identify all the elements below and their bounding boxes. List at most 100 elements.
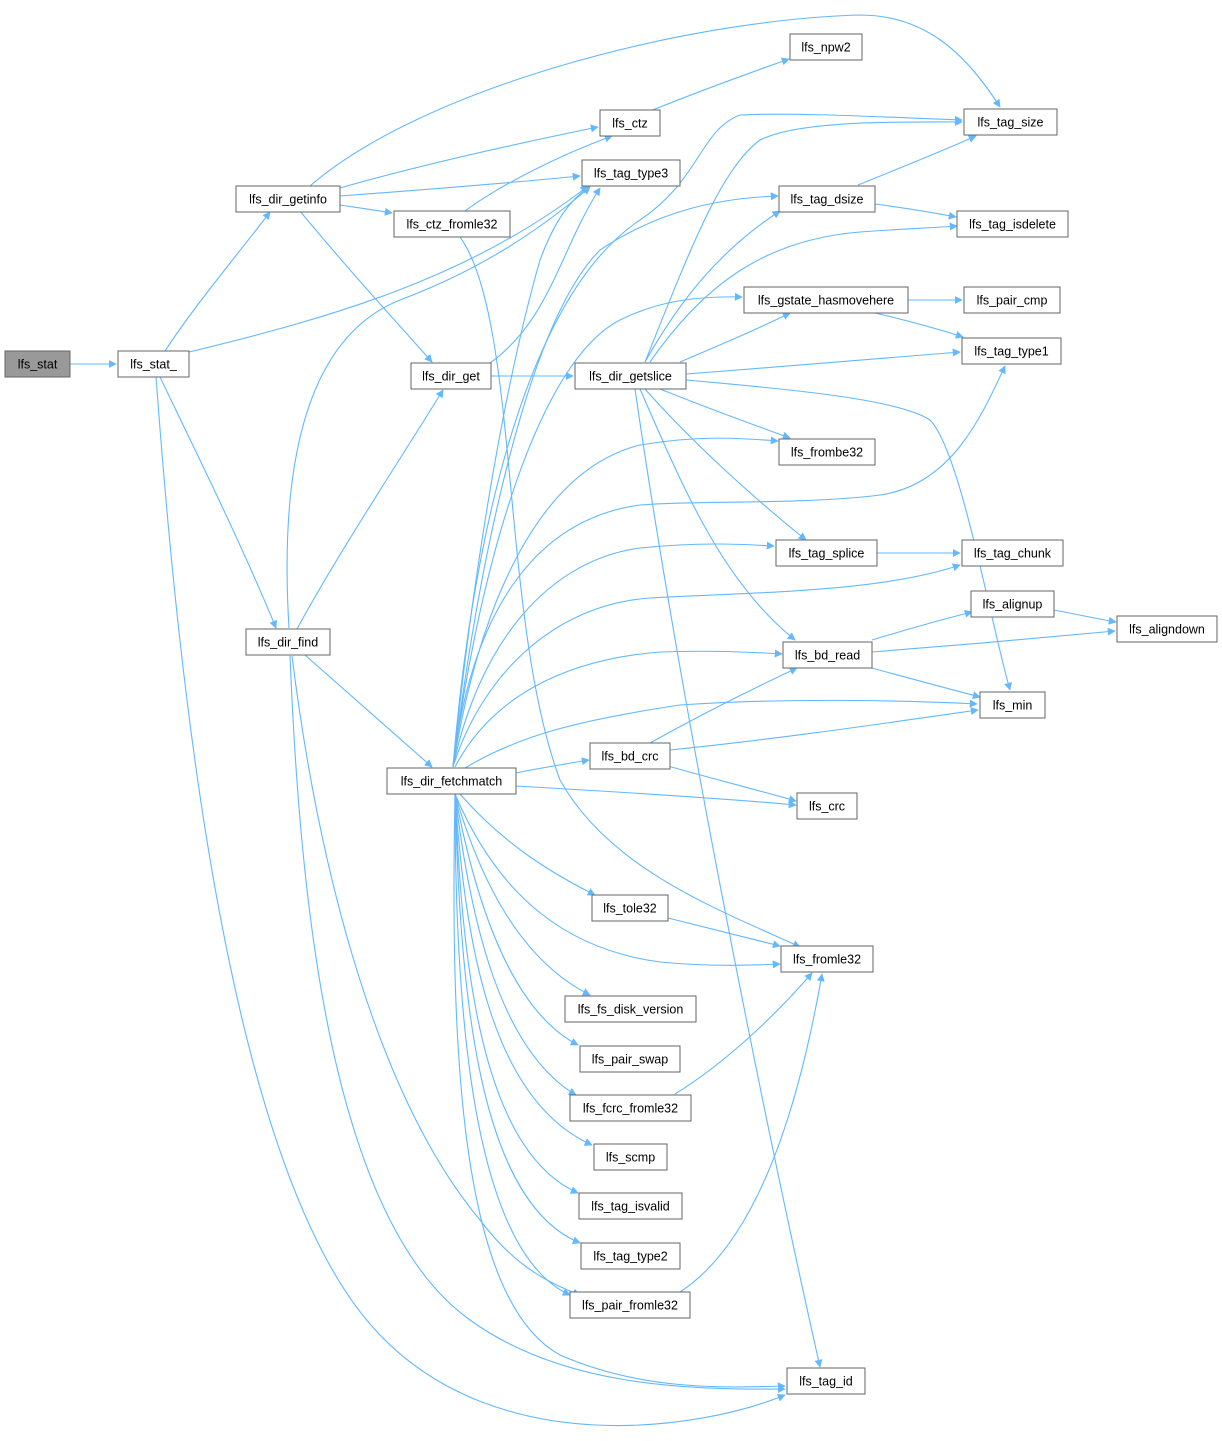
node-label: lfs_crc <box>809 800 845 814</box>
node-label: lfs_dir_getslice <box>589 370 672 384</box>
node-label: lfs_alignup <box>983 598 1043 612</box>
node-lfs_fcrc_fromle32[interactable]: lfs_fcrc_fromle32 <box>569 1094 692 1122</box>
node-lfs_ctz_fromle32[interactable]: lfs_ctz_fromle32 <box>393 210 511 238</box>
node-label: lfs_bd_crc <box>602 750 659 764</box>
node-lfs_tag_isvalid[interactable]: lfs_tag_isvalid <box>578 1192 683 1220</box>
edge-lfs_dir_fetchmatch-lfs_tag_dsize <box>452 192 779 768</box>
node-lfs_tag_chunk[interactable]: lfs_tag_chunk <box>961 539 1064 567</box>
node-lfs_gstate_hasmovehere[interactable]: lfs_gstate_hasmovehere <box>743 286 909 314</box>
node-lfs_tag_size[interactable]: lfs_tag_size <box>963 108 1058 136</box>
node-lfs_min[interactable]: lfs_min <box>979 691 1046 719</box>
node-label: lfs_stat_ <box>130 358 178 372</box>
node-lfs_tag_type1[interactable]: lfs_tag_type1 <box>961 337 1062 365</box>
node-label: lfs_tag_isdelete <box>969 218 1056 232</box>
edge-lfs_fcrc_fromle32-lfs_fromle32 <box>674 972 813 1095</box>
edge-lfs_dir_fetchmatch-lfs_tag_chunk <box>452 563 961 768</box>
node-lfs_tag_isdelete[interactable]: lfs_tag_isdelete <box>956 210 1069 238</box>
node-lfs_dir_get[interactable]: lfs_dir_get <box>410 362 492 390</box>
edge-lfs_dir_getinfo-lfs_ctz_fromle32 <box>339 204 393 216</box>
node-lfs_tole32[interactable]: lfs_tole32 <box>591 894 669 922</box>
node-label: lfs_ctz_fromle32 <box>406 218 497 232</box>
node-lfs_scmp[interactable]: lfs_scmp <box>593 1143 668 1171</box>
node-label: lfs_npw2 <box>801 41 850 55</box>
node-lfs_tag_splice[interactable]: lfs_tag_splice <box>775 539 878 567</box>
edge-lfs_dir_getslice-lfs_tag_splice <box>644 388 807 541</box>
node-lfs_tag_type3[interactable]: lfs_tag_type3 <box>581 159 681 187</box>
edge-lfs_dir_fetchmatch-lfs_tag_size <box>452 113 963 768</box>
node-lfs_dir_getslice[interactable]: lfs_dir_getslice <box>574 362 687 390</box>
node-label: lfs_tag_dsize <box>791 193 864 207</box>
edge-lfs_ctz_fromle32-lfs_fromle32 <box>459 236 801 948</box>
node-label: lfs_stat <box>18 358 58 372</box>
node-lfs_bd_crc[interactable]: lfs_bd_crc <box>589 742 671 770</box>
edge-lfs_dir_fetchmatch-lfs_gstate_hasmovehere <box>452 292 743 768</box>
node-lfs_npw2[interactable]: lfs_npw2 <box>789 33 863 61</box>
edge-lfs_dir_fetchmatch-lfs_crc <box>515 785 797 809</box>
node-lfs_stat_[interactable]: lfs_stat_ <box>117 350 190 378</box>
edge-lfs_dir_fetchmatch-lfs_tag_id <box>453 793 786 1391</box>
node-label: lfs_fromle32 <box>793 953 861 967</box>
node-lfs_tag_id[interactable]: lfs_tag_id <box>786 1367 866 1395</box>
edge-lfs_bd_read-lfs_aligndown <box>871 627 1116 653</box>
node-lfs_tag_type2[interactable]: lfs_tag_type2 <box>580 1242 681 1270</box>
node-label: lfs_ctz <box>612 117 647 131</box>
node-lfs_pair_fromle32[interactable]: lfs_pair_fromle32 <box>569 1291 691 1319</box>
node-lfs_pair_cmp[interactable]: lfs_pair_cmp <box>963 286 1061 314</box>
node-label: lfs_scmp <box>606 1151 655 1165</box>
node-label: lfs_tag_chunk <box>974 547 1052 561</box>
edge-lfs_dir_fetchmatch-lfs_tag_type3 <box>452 185 591 768</box>
edge-lfs_dir_fetchmatch-lfs_tag_type2 <box>454 793 581 1244</box>
node-label: lfs_pair_cmp <box>977 294 1048 308</box>
node-lfs_dir_getinfo[interactable]: lfs_dir_getinfo <box>235 185 341 213</box>
edge-lfs_dir_find-lfs_tag_type3 <box>286 186 591 629</box>
edge-lfs_stat_-lfs_tag_id <box>155 376 786 1427</box>
edge-lfs_dir_find-lfs_tag_id <box>289 655 786 1394</box>
edge-lfs_stat_-lfs_dir_find <box>159 376 277 629</box>
node-lfs_fromle32[interactable]: lfs_fromle32 <box>780 945 874 973</box>
node-label: lfs_pair_fromle32 <box>582 1299 678 1313</box>
edge-lfs_alignup-lfs_aligndown <box>1053 609 1117 625</box>
node-lfs_pair_swap[interactable]: lfs_pair_swap <box>579 1045 681 1073</box>
edge-lfs_dir_fetchmatch-lfs_scmp <box>454 793 593 1146</box>
node-lfs_ctz[interactable]: lfs_ctz <box>599 109 661 137</box>
node-label: lfs_frombe32 <box>791 446 863 460</box>
node-lfs_frombe32[interactable]: lfs_frombe32 <box>778 438 876 466</box>
edge-lfs_bd_read-lfs_alignup <box>871 609 973 641</box>
node-lfs_alignup[interactable]: lfs_alignup <box>970 590 1055 618</box>
edge-lfs_bd_crc-lfs_min <box>669 707 979 751</box>
node-label: lfs_tag_type1 <box>974 345 1048 359</box>
node-lfs_dir_find[interactable]: lfs_dir_find <box>245 628 331 656</box>
node-lfs_fs_disk_version[interactable]: lfs_fs_disk_version <box>564 995 697 1023</box>
node-lfs_bd_read[interactable]: lfs_bd_read <box>782 641 873 669</box>
edge-lfs_dir_getinfo-lfs_dir_get <box>299 210 433 363</box>
node-label: lfs_min <box>993 699 1033 713</box>
edge-lfs_dir_getinfo-lfs_ctz <box>339 124 599 189</box>
edge-lfs_dir_getslice-lfs_gstate_hasmovehere <box>679 312 791 363</box>
edge-lfs_pair_fromle32-lfs_fromle32 <box>679 973 825 1293</box>
edge-lfs_dir_find-lfs_pair_fromle32 <box>291 655 581 1297</box>
edge-lfs_tag_dsize-lfs_tag_size <box>857 135 977 186</box>
edge-lfs_dir_fetchmatch-lfs_tag_isvalid <box>454 793 579 1194</box>
node-lfs_crc[interactable]: lfs_crc <box>796 792 858 820</box>
edge-lfs_dir_fetchmatch-lfs_tag_type1 <box>452 365 1006 768</box>
node-label: lfs_gstate_hasmovehere <box>758 294 894 308</box>
edge-lfs_dir_fetchmatch-lfs_bd_read <box>454 649 783 768</box>
node-label: lfs_tag_type3 <box>594 167 668 181</box>
edge-lfs_tag_dsize-lfs_tag_isdelete <box>874 203 957 220</box>
edge-lfs_stat_-lfs_dir_getinfo <box>164 211 271 352</box>
node-lfs_aligndown[interactable]: lfs_aligndown <box>1116 615 1218 643</box>
edge-lfs_dir_fetchmatch-lfs_pair_swap <box>454 793 579 1046</box>
edge-lfs_dir_get-lfs_tag_type3 <box>489 187 601 364</box>
node-lfs_stat[interactable]: lfs_stat <box>4 350 71 378</box>
edge-lfs_ctz_fromle32-lfs_ctz <box>464 134 613 212</box>
edge-lfs_dir_getslice-lfs_frombe32 <box>659 388 791 440</box>
edge-lfs_dir_getslice-lfs_tag_isdelete <box>649 222 958 363</box>
edge-lfs_dir_fetchmatch-lfs_tole32 <box>459 793 596 896</box>
edge-lfs_stat_-lfs_tag_type3 <box>188 185 589 353</box>
node-lfs_tag_dsize[interactable]: lfs_tag_dsize <box>778 185 876 213</box>
edge-lfs_dir_getinfo-lfs_tag_size <box>309 14 1001 187</box>
edge-lfs_dir_fetchmatch-lfs_fromle32 <box>454 793 781 969</box>
edge-lfs_dir_getslice-lfs_tag_dsize <box>644 210 781 363</box>
node-lfs_dir_fetchmatch[interactable]: lfs_dir_fetchmatch <box>386 767 517 795</box>
